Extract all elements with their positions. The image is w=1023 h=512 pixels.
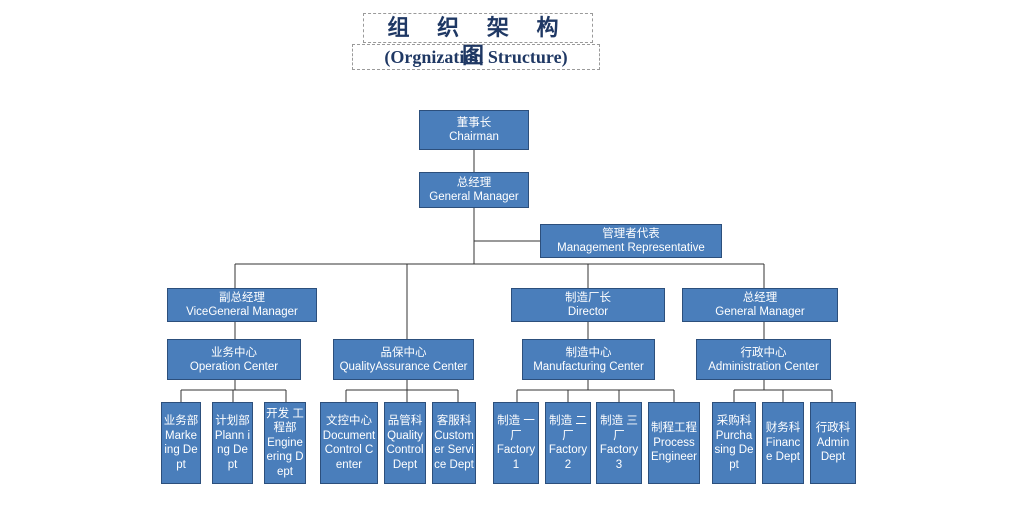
node-manufacturing-center-en: Manufacturing Center — [533, 360, 644, 373]
node-document-control-center: 文控中心 Document Control Center — [320, 402, 378, 484]
node-quality-control-dept: 品管科 Quality Control Dept — [384, 402, 426, 484]
node-finance-dept-cn: 财务科 — [765, 422, 801, 435]
node-operation-center: 业务中心 Operation Center — [167, 339, 301, 380]
node-management-representative-en: Management Representative — [557, 242, 705, 254]
node-factory-3-en: Factory 3 — [599, 444, 639, 471]
node-engineering-dept-en: Engine ering Dept — [266, 436, 304, 478]
node-director: 制造厂长 Director — [511, 288, 665, 322]
node-general-manager-2-cn: 总经理 — [742, 292, 778, 304]
node-marketing-dept-cn: 业务部 — [163, 415, 199, 427]
node-administration-center-en: Administration Center — [708, 360, 819, 373]
node-admin-dept: 行政科 Admin Dept — [810, 402, 856, 484]
node-purchasing-dept: 采购科 Purcha sing Dept — [712, 402, 756, 484]
node-planning-dept: 计划部 Plann ing Dept — [212, 402, 253, 484]
node-process-engineer-cn: 制程工程 — [651, 422, 697, 435]
node-administration-center-cn: 行政中心 — [740, 346, 787, 359]
node-admin-dept-cn: 行政科 — [815, 422, 851, 435]
node-manufacturing-center-cn: 制造中心 — [565, 346, 612, 359]
node-planning-dept-cn: 计划部 — [215, 415, 250, 427]
node-administration-center: 行政中心 Administration Center — [696, 339, 831, 380]
node-vice-general-manager-en: ViceGeneral Manager — [186, 306, 298, 318]
node-factory-1-cn: 制造 一厂 — [497, 415, 535, 442]
chart-title-english: (Orgnization Structure) — [352, 44, 600, 70]
node-director-cn: 制造厂长 — [565, 292, 611, 304]
node-process-engineer-en: Process Engineer — [650, 436, 698, 464]
node-factory-3: 制造 三厂 Factory 3 — [596, 402, 642, 484]
node-general-manager-cn: 总经理 — [456, 177, 492, 189]
node-quality-assurance-center: 品保中心 QualityAssurance Center — [333, 339, 474, 380]
node-marketing-dept: 业务部 Marke ing Dept — [161, 402, 201, 484]
node-engineering-dept: 开发 工程部 Engine ering Dept — [264, 402, 306, 484]
node-vice-general-manager: 副总经理 ViceGeneral Manager — [167, 288, 317, 322]
node-quality-assurance-center-en: QualityAssurance Center — [339, 360, 468, 373]
node-admin-dept-en: Admin Dept — [816, 436, 850, 464]
node-process-engineer: 制程工程 Process Engineer — [648, 402, 700, 484]
node-customer-service-dept: 客服科 Custom er Service Dept — [432, 402, 476, 484]
node-engineering-dept-cn: 开发 工程部 — [266, 407, 304, 435]
node-management-representative-cn: 管理者代表 — [602, 228, 660, 240]
node-manufacturing-center: 制造中心 Manufacturing Center — [522, 339, 655, 380]
node-quality-control-dept-cn: 品管科 — [387, 415, 423, 427]
node-factory-1: 制造 一厂 Factory 1 — [493, 402, 539, 484]
node-purchasing-dept-cn: 采购科 — [716, 415, 752, 427]
node-planning-dept-en: Plann ing Dept — [214, 429, 251, 471]
node-general-manager-2-en: General Manager — [715, 306, 805, 318]
node-chairman-cn: 董事长 — [456, 117, 492, 129]
node-factory-3-cn: 制造 三厂 — [600, 415, 638, 442]
node-factory-1-en: Factory 1 — [496, 444, 536, 471]
node-factory-2: 制造 二厂 Factory 2 — [545, 402, 591, 484]
node-marketing-dept-en: Marke ing Dept — [164, 429, 198, 471]
node-general-manager-en: General Manager — [429, 191, 519, 203]
node-finance-dept: 财务科 Finance Dept — [762, 402, 804, 484]
node-operation-center-en: Operation Center — [189, 360, 279, 373]
node-customer-service-dept-en: Custom er Service Dept — [434, 429, 474, 471]
node-vice-general-manager-cn: 副总经理 — [219, 292, 265, 304]
node-management-representative: 管理者代表 Management Representative — [540, 224, 722, 258]
node-chairman: 董事长 Chairman — [419, 110, 529, 150]
node-finance-dept-en: Finance Dept — [765, 436, 801, 464]
node-customer-service-dept-cn: 客服科 — [436, 415, 472, 427]
node-quality-assurance-center-cn: 品保中心 — [380, 346, 427, 359]
node-purchasing-dept-en: Purcha sing Dept — [714, 429, 754, 471]
node-director-en: Director — [567, 306, 609, 318]
chart-title-chinese: 组 织 架 构 图 — [363, 13, 593, 69]
node-document-control-center-cn: 文控中心 — [326, 415, 372, 427]
node-general-manager: 总经理 General Manager — [419, 172, 529, 208]
node-general-manager-2: 总经理 General Manager — [682, 288, 838, 322]
node-factory-2-cn: 制造 二厂 — [549, 415, 587, 442]
node-operation-center-cn: 业务中心 — [211, 346, 257, 359]
node-document-control-center-en: Document Control Center — [322, 429, 376, 471]
node-factory-2-en: Factory 2 — [548, 444, 588, 471]
node-chairman-en: Chairman — [449, 131, 499, 143]
node-quality-control-dept-en: Quality Control Dept — [386, 429, 424, 471]
